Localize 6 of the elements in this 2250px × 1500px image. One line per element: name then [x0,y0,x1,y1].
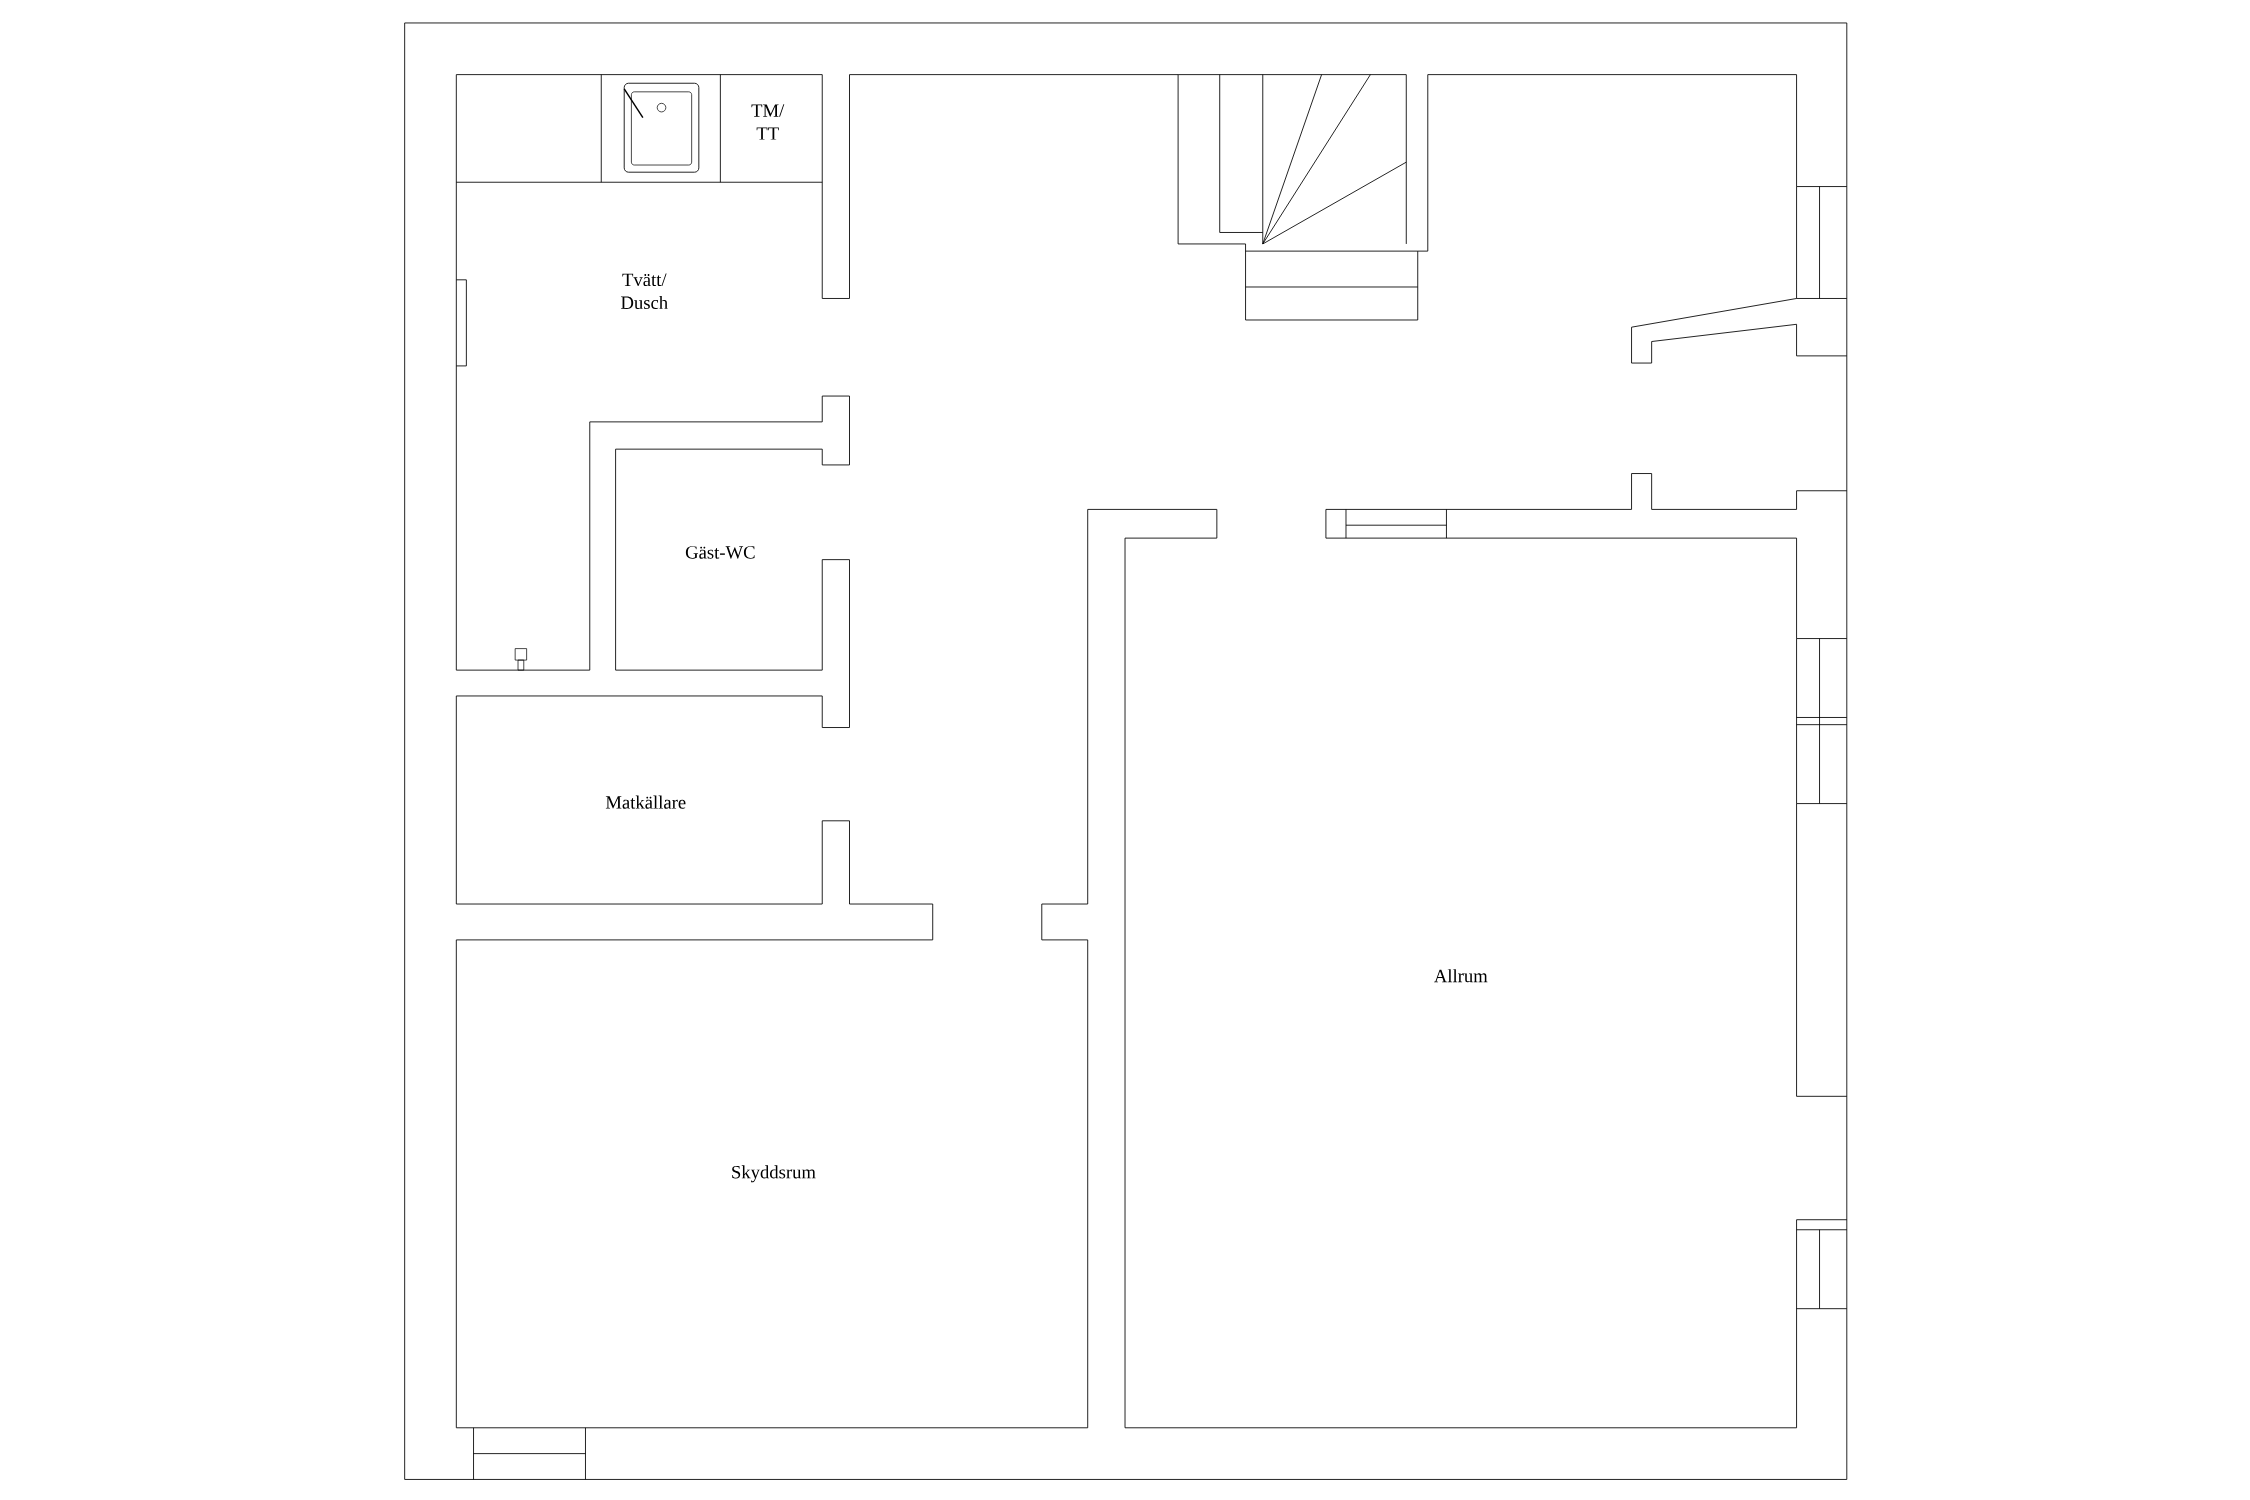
room-label: Gäst-WC [685,546,755,559]
room-label: Allrum [1434,969,1488,983]
room-label: Matkällare [605,795,686,809]
room-label: TM/ TT [751,104,785,140]
room-label: Tvätt/ Dusch [621,273,668,310]
room-label: Skyddsrum [732,1165,816,1183]
